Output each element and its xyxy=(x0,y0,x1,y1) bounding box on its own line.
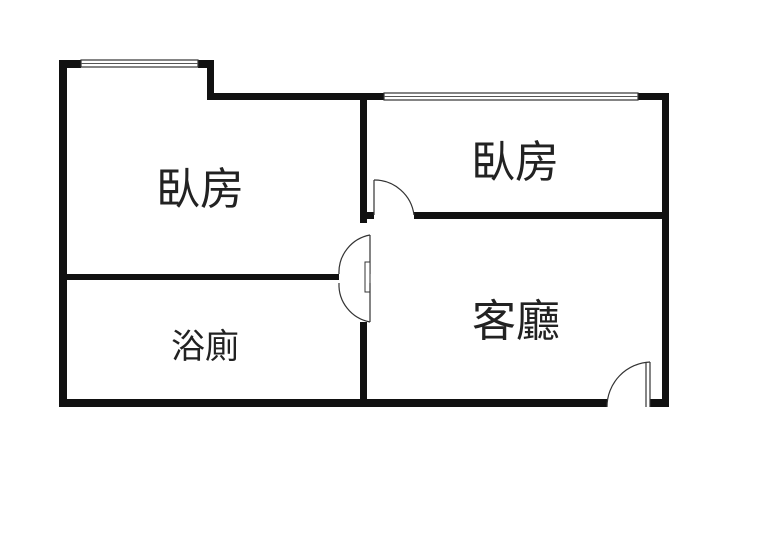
room-label-bedroom-2: 臥房 xyxy=(471,137,559,188)
wall-bedroom2-divider xyxy=(414,212,669,219)
door-entrance xyxy=(606,361,651,408)
room-label-bathroom: 浴廁 xyxy=(171,327,239,367)
window-top-right xyxy=(383,92,639,101)
wall-top-left-a xyxy=(59,60,81,68)
wall-step-horizontal xyxy=(207,93,384,100)
wall-left xyxy=(59,60,67,406)
door-bedroom-1 xyxy=(338,234,371,293)
wall-bedroom2-stub xyxy=(360,212,374,219)
wall-top-right-a xyxy=(360,93,384,100)
wall-bottom-right xyxy=(650,399,669,407)
wall-top-right-b xyxy=(638,93,669,100)
wall-center-bottom xyxy=(360,322,367,407)
window-top-left xyxy=(80,59,199,68)
room-labels: 臥房 臥房 浴廁 客廳 xyxy=(156,137,560,367)
room-label-living-room: 客廳 xyxy=(472,296,560,347)
doors xyxy=(338,179,651,408)
wall-step-vertical xyxy=(207,60,214,100)
wall-right xyxy=(662,93,669,407)
door-bedroom-2 xyxy=(373,179,415,216)
wall-bath-divider xyxy=(59,274,339,280)
windows xyxy=(80,59,639,101)
wall-bottom-left xyxy=(59,399,607,407)
wall-center-top xyxy=(360,93,367,223)
door-bathroom xyxy=(338,282,371,323)
walls xyxy=(59,60,669,407)
wall-top-left-b xyxy=(198,60,214,68)
room-label-bedroom-1: 臥房 xyxy=(156,164,244,215)
